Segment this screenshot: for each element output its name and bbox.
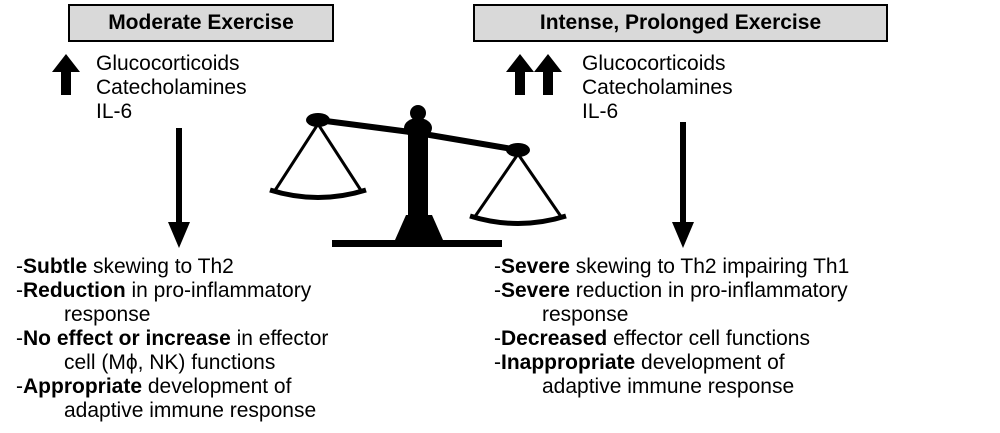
up-arrow-icon [52, 54, 80, 95]
effects-list-left: -Subtle skewing to Th2 -Reduction in pro… [16, 255, 328, 423]
hormone-item: Glucocorticoids [96, 52, 240, 75]
up-arrow-icon [506, 54, 534, 95]
effects-list-right: -Severe skewing to Th2 impairing Th1 -Se… [494, 255, 849, 399]
hormone-item: IL-6 [582, 100, 619, 123]
effect-item: -Decreased effector cell functions [494, 327, 810, 350]
effect-item: -Severe reduction in pro-inflammatory re… [494, 279, 848, 326]
down-arrow-icon [168, 128, 190, 248]
hormone-item: Glucocorticoids [582, 52, 726, 75]
effect-item: -No effect or increase in effector cell … [16, 327, 329, 374]
title-text: Intense, Prolonged Exercise [539, 11, 822, 34]
effect-item: -Appropriate development of adaptive imm… [16, 375, 317, 422]
hormone-item: IL-6 [96, 100, 133, 123]
balance-scale-icon [269, 105, 567, 247]
title-moderate-exercise: Moderate Exercise [68, 4, 334, 42]
effect-item: -Reduction in pro-inflammatory response [16, 279, 312, 326]
effect-item: -Severe skewing to Th2 impairing Th1 [494, 255, 850, 278]
effect-item: -Subtle skewing to Th2 [16, 255, 234, 278]
effect-item: -Inappropriate development of adaptive i… [494, 351, 795, 398]
hormone-item: Catecholamines [582, 76, 733, 99]
title-intense-exercise: Intense, Prolonged Exercise [473, 4, 888, 42]
up-arrow-icon [534, 54, 562, 95]
hormone-list-left: Glucocorticoids Catecholamines IL-6 [96, 52, 247, 124]
hormone-list-right: Glucocorticoids Catecholamines IL-6 [582, 52, 733, 124]
title-text: Moderate Exercise [108, 11, 294, 34]
hormone-item: Catecholamines [96, 76, 247, 99]
down-arrow-icon [672, 122, 694, 248]
